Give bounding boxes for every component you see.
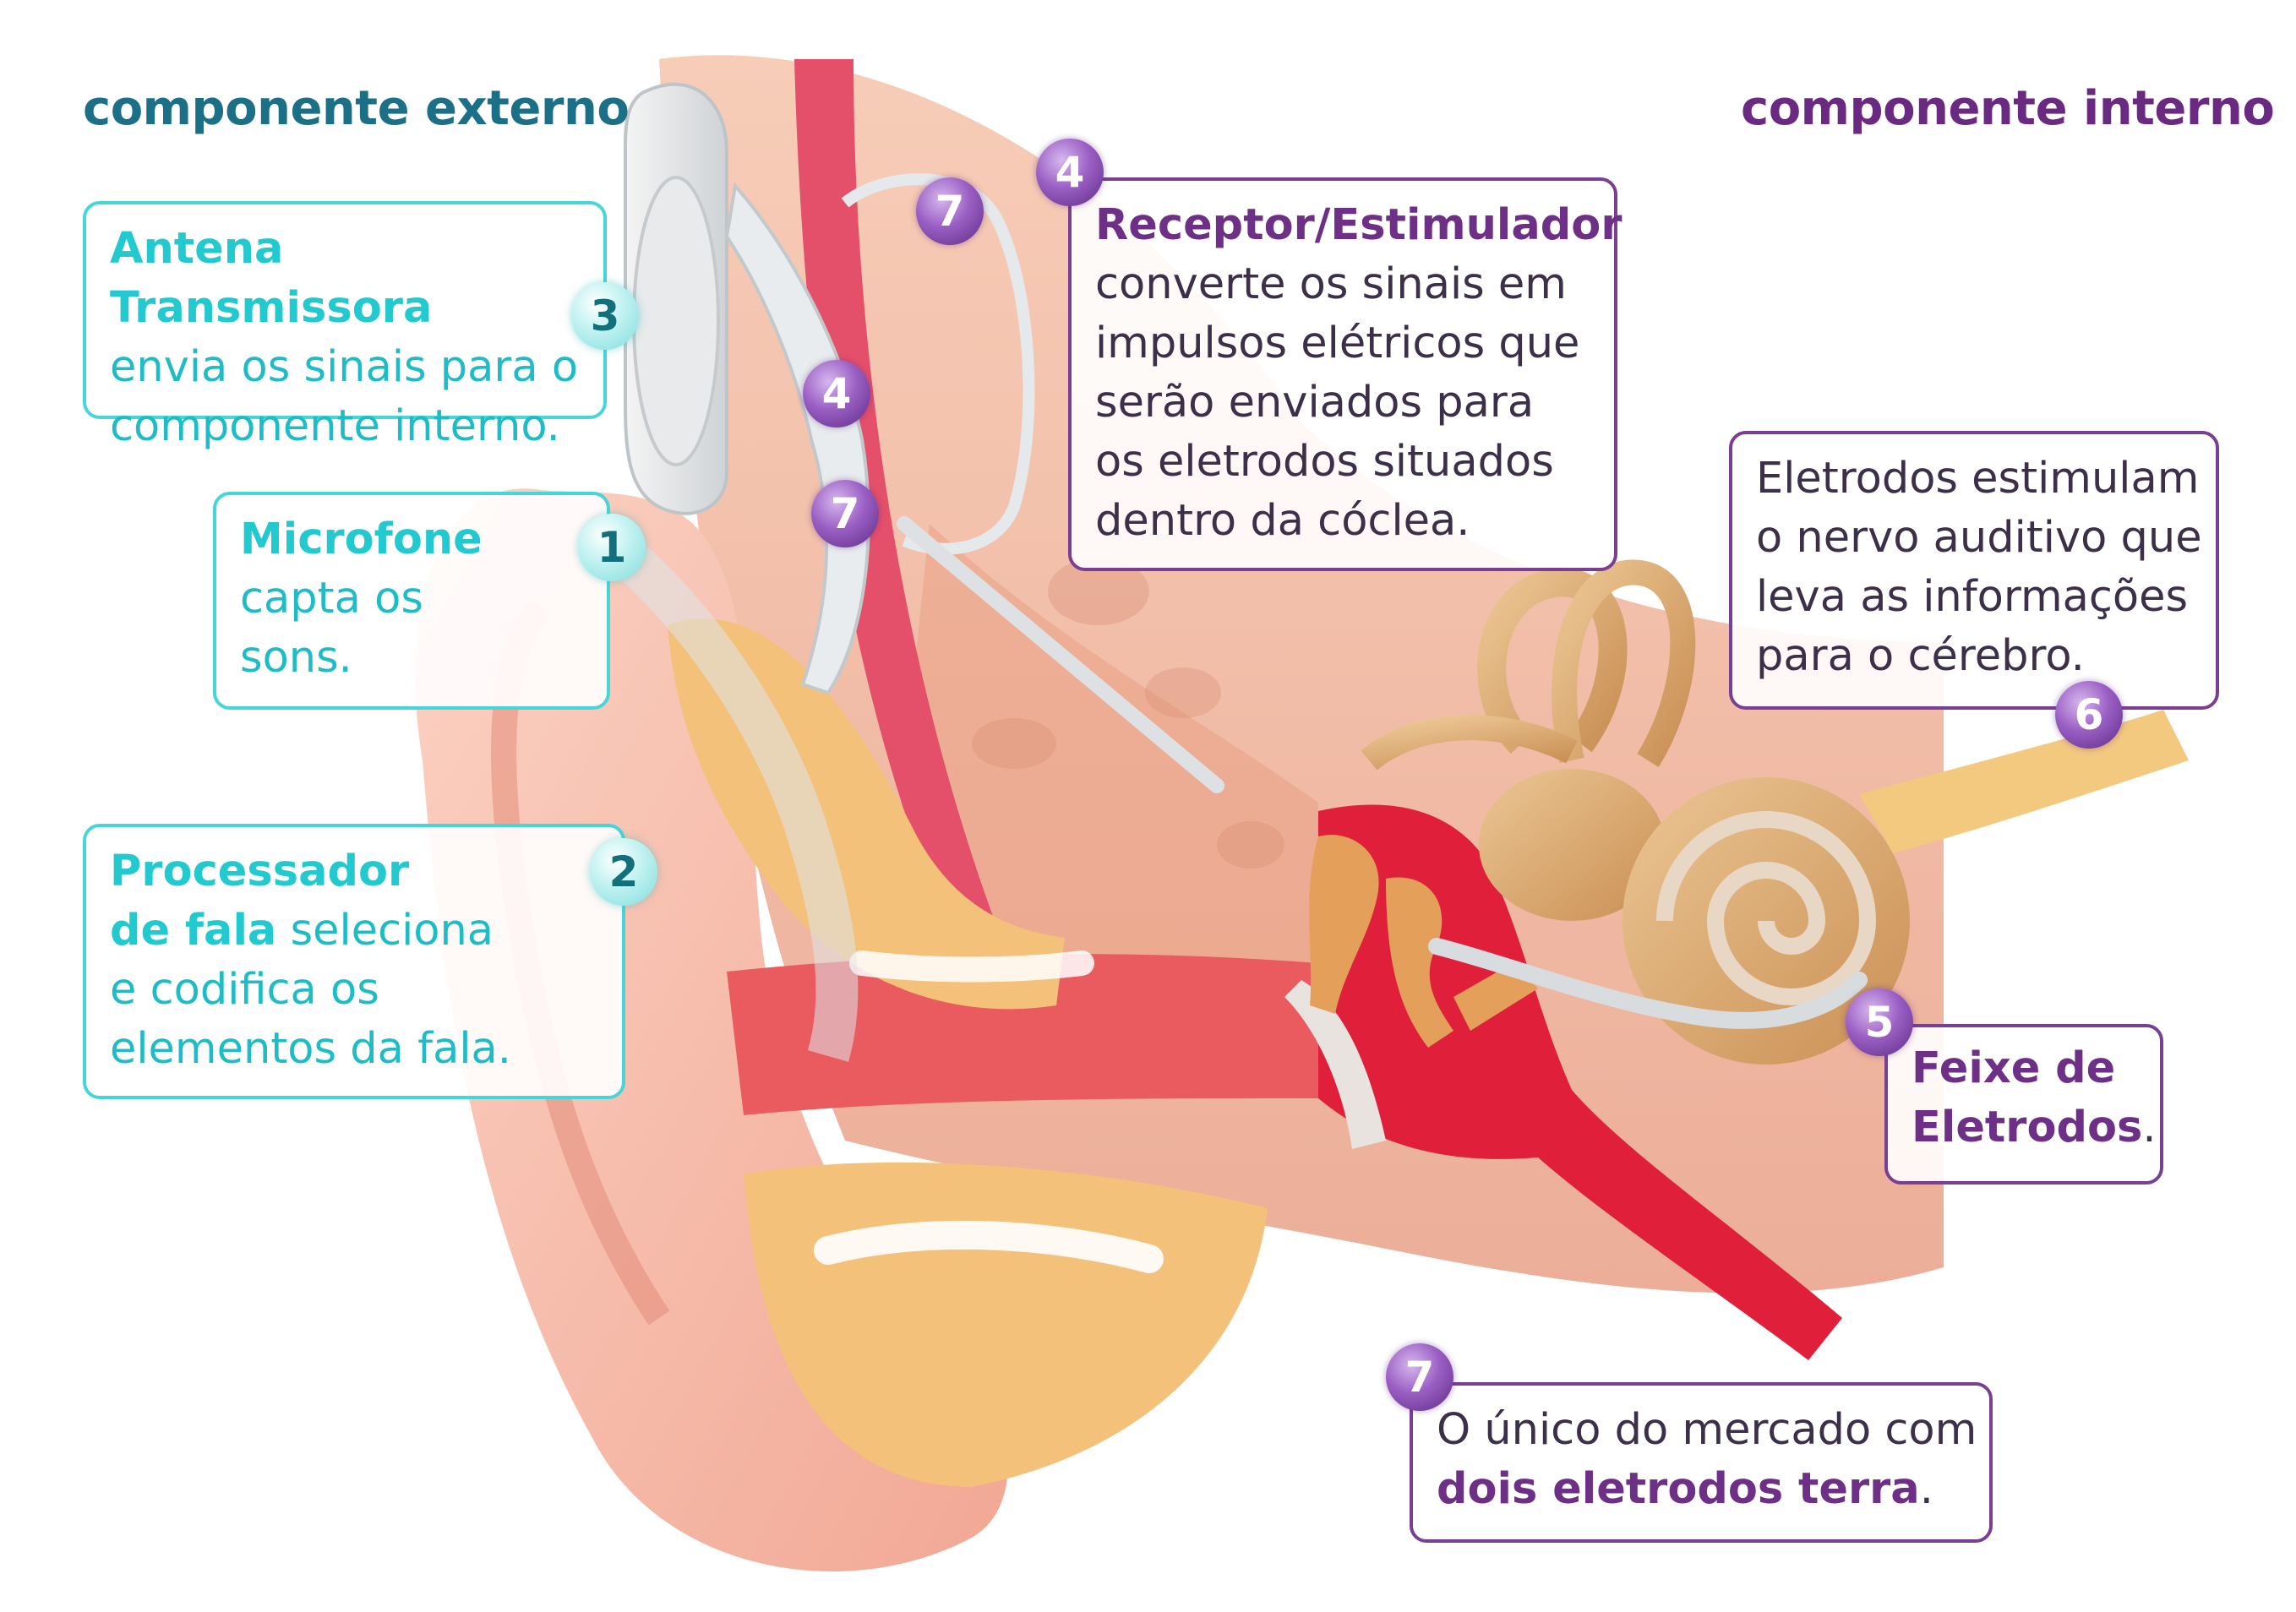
receiver-title: Receptor/Estimulador: [1095, 200, 1622, 250]
cochlear-implant-device: [595, 82, 1868, 1062]
nerve-number-badge: 6: [2055, 681, 2123, 749]
ground-desc-suffix: .: [1919, 1464, 1933, 1514]
processor-desc-line-2: elementos da fala.: [110, 1024, 511, 1074]
ear-canal: [727, 954, 1335, 1115]
nerve-desc-line-4: para o cérebro.: [1756, 631, 2085, 681]
receiver-desc-line-5: dentro da cóclea.: [1095, 496, 1470, 546]
microphone-callout: Microfone capta os sons.: [213, 492, 610, 710]
microphone-desc-line-2: sons.: [240, 633, 352, 683]
electrode-array-suffix: .: [2142, 1103, 2157, 1152]
processor-desc-inline: seleciona: [276, 906, 494, 956]
electrode-array-number-badge: 5: [1846, 988, 1913, 1056]
antenna-callout: Antena Transmissora envia os sinais para…: [83, 201, 607, 451]
eardrum: [1284, 980, 1386, 1149]
receiver-desc-line-4: os eletrodos situados: [1095, 437, 1554, 487]
antenna-desc-line-2: componente interno.: [110, 401, 560, 451]
nerve-desc-line-1: Eletrodos estimulam: [1756, 454, 2200, 504]
microphone-title: Microfone: [240, 515, 483, 564]
nerve-desc-line-2: o nervo auditivo que: [1756, 513, 2202, 563]
internal-component-heading: componente interno: [1741, 81, 2275, 136]
nerve-stimulation-callout: Eletrodos estimulam o nervo auditivo que…: [1729, 431, 2219, 710]
ground-electrode-image-marker-lower: 7: [811, 480, 879, 547]
microphone-number-badge: 1: [578, 514, 646, 581]
cartilage-tissue: [668, 618, 1268, 1487]
auditory-nerve: [1859, 710, 2189, 853]
ground-number-badge: 7: [1386, 1343, 1453, 1411]
receiver-desc-line-1: converte os sinais em: [1095, 259, 1567, 309]
electrode-array-callout: Feixe de Eletrodos.: [1884, 1024, 2163, 1184]
receiver-stimulator-callout: Receptor/Estimulador converte os sinais …: [1068, 177, 1622, 571]
processor-desc-line-1: e codifica os: [110, 965, 379, 1015]
microphone-desc-line-1: capta os: [240, 574, 423, 624]
external-component-heading: componente externo: [83, 81, 630, 136]
ossicles: [1309, 835, 1538, 1048]
speech-processor-callout: Processador de fala seleciona e codifica…: [83, 824, 625, 1099]
electrode-array-title-line-2: Eletrodos: [1912, 1103, 2143, 1152]
receiver-number-badge: 4: [1036, 139, 1104, 206]
processor-number-badge: 2: [590, 838, 657, 906]
antenna-number-badge: 3: [571, 282, 639, 350]
muscle-band: [794, 59, 1014, 980]
ground-electrode-image-marker-upper: 7: [916, 177, 984, 245]
ground-desc-line-1: O único do mercado com: [1437, 1405, 1977, 1455]
ground-electrodes-callout: O único do mercado com dois eletrodos te…: [1410, 1382, 1993, 1543]
receiver-desc-line-2: impulsos elétricos que: [1095, 319, 1580, 368]
processor-title-line-2: de fala: [110, 906, 277, 956]
processor-title-line-1: Processador: [110, 847, 410, 896]
antenna-desc-line-1: envia os sinais para o: [110, 342, 579, 392]
receiver-desc-line-3: serão enviados para: [1095, 378, 1535, 428]
nerve-desc-line-3: leva as informações: [1756, 572, 2189, 622]
antenna-title: Antena Transmissora: [110, 224, 433, 333]
electrode-array-title-line-1: Feixe de: [1912, 1043, 2116, 1093]
ground-desc-bold: dois eletrodos terra: [1437, 1464, 1920, 1514]
receiver-image-marker: 4: [803, 360, 870, 428]
